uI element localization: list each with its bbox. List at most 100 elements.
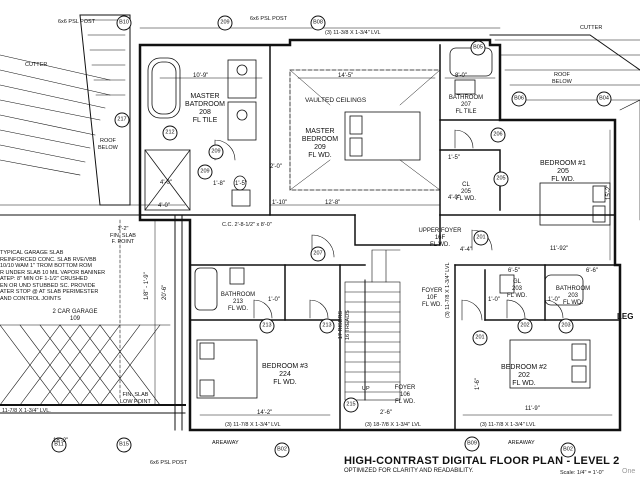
label-lvl-top: (3) 11-3/8 X 1-3/4" LVL	[325, 30, 381, 36]
dim-12-8: 12'-8"	[325, 200, 341, 206]
label-lvl-bottom-mid: (3) 18-7/8 X 1-3/4" LVL	[365, 422, 421, 428]
dim-4-0-right: 4'-0"	[448, 195, 460, 201]
exterior-walls	[138, 38, 622, 432]
stair	[344, 249, 401, 401]
label-stair-up: UP	[362, 386, 370, 392]
label-psl-post-bottom: 6x6 PSL POST	[150, 460, 188, 466]
dim-1-5-closet: 1'-5"	[448, 155, 460, 161]
drawing-scale: Scale: 1/4" = 1'-0"	[560, 470, 604, 476]
tag-b08: B08	[310, 15, 326, 31]
label-lvl-bottom-right: (3) 11-7/8 X 1-3/4" LVL	[480, 422, 536, 428]
dim-4-4: 4'-4"	[460, 247, 472, 253]
dim-1-10: 1'-10"	[272, 200, 288, 206]
tag-206: 206	[490, 127, 506, 143]
dimension-lines	[139, 27, 613, 416]
dim-18-2: 18'-2"	[53, 438, 69, 444]
label-psl-post-top-left: 6x6 PSL POST	[58, 19, 96, 25]
tag-202: 202	[517, 318, 533, 334]
dim-1-0-a: 1'-0"	[268, 297, 280, 303]
label-lvl-vertical: (3) 11-7/8 X 1-3/4" LVL	[445, 262, 451, 318]
interior-walls	[139, 44, 621, 431]
tag-209-closet: 209	[197, 164, 213, 180]
tag-201-top: 201	[473, 230, 489, 246]
tag-b09: B09	[464, 436, 480, 452]
label-lvl-far-left: 11-7/8 X 1-3/4" LVL.	[2, 408, 51, 414]
label-vaulted-ceilings: VAULTED CEILINGS	[305, 97, 367, 104]
label-fin-slab-bottom: FIN. SLAB LOW POINT	[120, 392, 151, 405]
tag-217: 217	[114, 112, 130, 128]
dim-6-6: 6'-6"	[586, 268, 598, 274]
dim-20-6: 20'-6"	[162, 284, 168, 300]
dim-master-bed-width: 14'-5"	[338, 73, 354, 79]
tag-b02-right: B02	[560, 442, 576, 458]
tag-b06: B06	[511, 91, 527, 107]
tag-b15: B15	[116, 437, 132, 453]
tag-207: 207	[310, 246, 326, 262]
bath-fixtures	[144, 47, 584, 311]
dim-2-0: 2'-0"	[270, 164, 282, 170]
dim-15-2: 15'-2"	[606, 184, 612, 200]
label-lvl-bottom-left: (3) 11-7/8 X 1-3/4" LVL	[225, 422, 281, 428]
dim-4-0-left: 4'-0"	[158, 203, 170, 209]
dim-1-6: 1'-6"	[475, 378, 481, 390]
garage-area	[0, 204, 186, 431]
drawing-title: HIGH-CONTRAST DIGITAL FLOOR PLAN - LEVEL…	[344, 455, 620, 467]
tag-b02-left: B02	[274, 442, 290, 458]
dim-6-5: 6'-5"	[508, 268, 520, 274]
dim-bath-207-width: 8'-0"	[455, 73, 467, 79]
tag-212: 212	[162, 125, 178, 141]
tag-b05: B05	[470, 40, 486, 56]
label-psl-post-top-mid: 6x6 PSL POST	[250, 16, 288, 22]
tag-215: 215	[343, 397, 359, 413]
label-fin-slab-top: 1'-2" FIN. SLAB F. POINT	[110, 226, 136, 245]
tag-b10: B10	[116, 15, 132, 31]
tag-203: 203	[558, 318, 574, 334]
dim-1-0-b: 1'-0"	[488, 297, 500, 303]
label-areaway-left: AREAWAY	[212, 440, 239, 446]
dim-1-8: 1'-8"	[213, 181, 225, 187]
beds	[196, 111, 611, 399]
label-garage-slab-note: TYPICAL GARAGE SLAB REINFORCED CONC. SLA…	[0, 250, 106, 302]
tag-205: 205	[493, 171, 509, 187]
legend-label: LEG	[617, 312, 634, 321]
label-areaway-right: AREAWAY	[508, 440, 535, 446]
dim-11-9: 11'-9"	[525, 406, 540, 412]
tag-b11: B11	[51, 437, 67, 453]
roof-hatch-right	[489, 34, 640, 221]
roof-hatch-left	[0, 14, 131, 206]
label-cutter-left: CUTTER	[25, 62, 48, 68]
tag-201-bottom: 201	[472, 330, 488, 346]
dim-4-0-bath: 4'-0"	[160, 180, 172, 186]
tag-213-right: 213	[319, 318, 335, 334]
dim-2-6: 2'-6"	[380, 410, 392, 416]
dim-1-5: 1'-5"	[235, 181, 247, 187]
drawing-subtitle: OPTIMIZED FOR CLARITY AND READABILITY.	[344, 468, 474, 474]
watermark: One	[622, 468, 636, 475]
dim-1-8-1-9: 1/8" - 1'-9"	[144, 272, 150, 300]
tag-b04: B04	[596, 91, 612, 107]
tag-209-top: 209	[217, 15, 233, 31]
dim-master-bath-width: 10'-9"	[193, 73, 209, 79]
label-cc-dimension: C.C. 2'-8-1/2" x 8'-0"	[222, 222, 272, 228]
label-roof-below-left: ROOF BELOW	[98, 138, 118, 151]
dim-11-92: 11'-92"	[550, 246, 569, 252]
dim-14-2: 14'-2"	[257, 410, 273, 416]
label-stair-risers: 17 RISERS 16 TREADS	[338, 310, 351, 340]
dim-1-0-c: 1'-0"	[548, 297, 560, 303]
label-roof-below-right: ROOF BELOW	[552, 72, 572, 85]
